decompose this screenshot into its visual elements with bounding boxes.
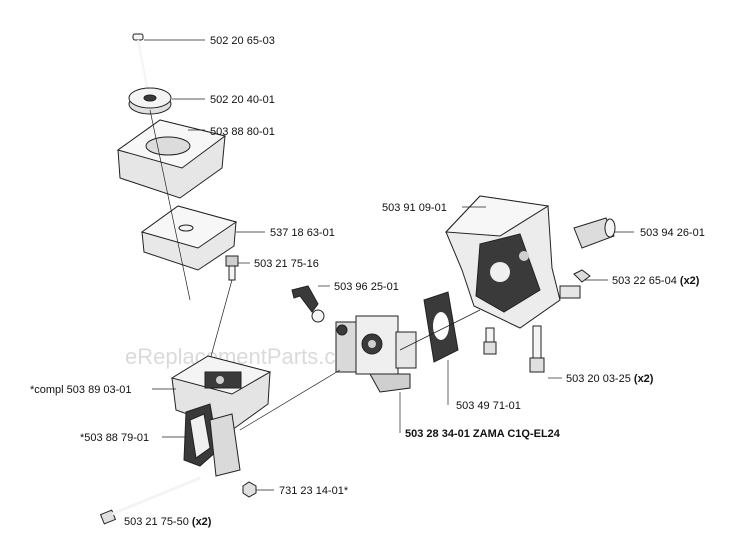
- label-503-22-65-04-qty: (x2): [680, 275, 700, 287]
- label-compl-503-89-03-01: *compl 503 89 03-01: [30, 384, 132, 396]
- label-503-91-09-01: 503 91 09-01: [382, 202, 447, 214]
- label-503-28-34-01: 503 28 34-01 ZAMA C1Q-EL24: [405, 428, 561, 440]
- label-503-88-79-01: *503 88 79-01: [80, 432, 149, 444]
- grip-part-icon: [183, 403, 241, 477]
- label-503-22-65-04: 503 22 65-04 (x2): [612, 275, 700, 287]
- label-503-21-75-50: 503 21 75-50 (x2): [124, 516, 212, 528]
- filter-pad-part-icon: [140, 205, 238, 271]
- carburetor-part-icon: [335, 315, 417, 393]
- label-503-21-75-16: 503 21 75-16: [254, 258, 319, 270]
- label-503-21-75-50-qty: (x2): [192, 516, 212, 528]
- label-731-23-14-01: 731 23 14-01*: [279, 485, 349, 497]
- label-503-20-03-25: 503 20 03-25 (x2): [566, 373, 654, 385]
- knob-nut-part-icon: [128, 87, 172, 115]
- adapter-part-icon: [444, 195, 581, 329]
- adapter-bolt-part-icon: [529, 325, 545, 373]
- label-503-22-65-04-number: 503 22 65-04: [612, 275, 677, 287]
- sleeve-part-icon: [573, 217, 616, 249]
- gasket-part-icon: [423, 291, 459, 363]
- long-bolt-part-icon: [99, 476, 201, 525]
- alignment-lines: [149, 109, 233, 361]
- leader-lines: [144, 39, 634, 491]
- label-503-94-26-01: 503 94 26-01: [640, 227, 705, 239]
- label-503-21-75-50-number: 503 21 75-50: [124, 516, 189, 528]
- label-503-28-34-01-desc: ZAMA C1Q-EL24: [473, 428, 561, 440]
- assembly-axis-lines: [239, 309, 481, 431]
- gasket-bolt-part-icon: [483, 327, 497, 355]
- bracket-part-icon: [291, 285, 325, 323]
- label-537-18-63-01: 537 18 63-01: [270, 227, 335, 239]
- label-503-20-03-25-qty: (x2): [634, 373, 654, 385]
- label-503-96-25-01: 503 96 25-01: [334, 281, 399, 293]
- small-screw-part-icon: [225, 255, 239, 281]
- label-502-20-65-03: 502 20 65-03: [210, 35, 275, 47]
- square-nut-part-icon: [573, 269, 591, 283]
- label-503-28-34-01-number: 503 28 34-01: [405, 428, 470, 440]
- nut-part-icon: [242, 481, 257, 498]
- label-502-20-40-01: 502 20 40-01: [210, 94, 275, 106]
- label-503-20-03-25-number: 503 20 03-25: [566, 373, 631, 385]
- screw-part-icon: [132, 33, 149, 93]
- filter-cover-part-icon: [116, 119, 227, 199]
- label-503-49-71-01: 503 49 71-01: [456, 400, 521, 412]
- watermark-text: eReplacementParts.com: [125, 344, 366, 369]
- label-503-88-80-01: 503 88 80-01: [210, 126, 275, 138]
